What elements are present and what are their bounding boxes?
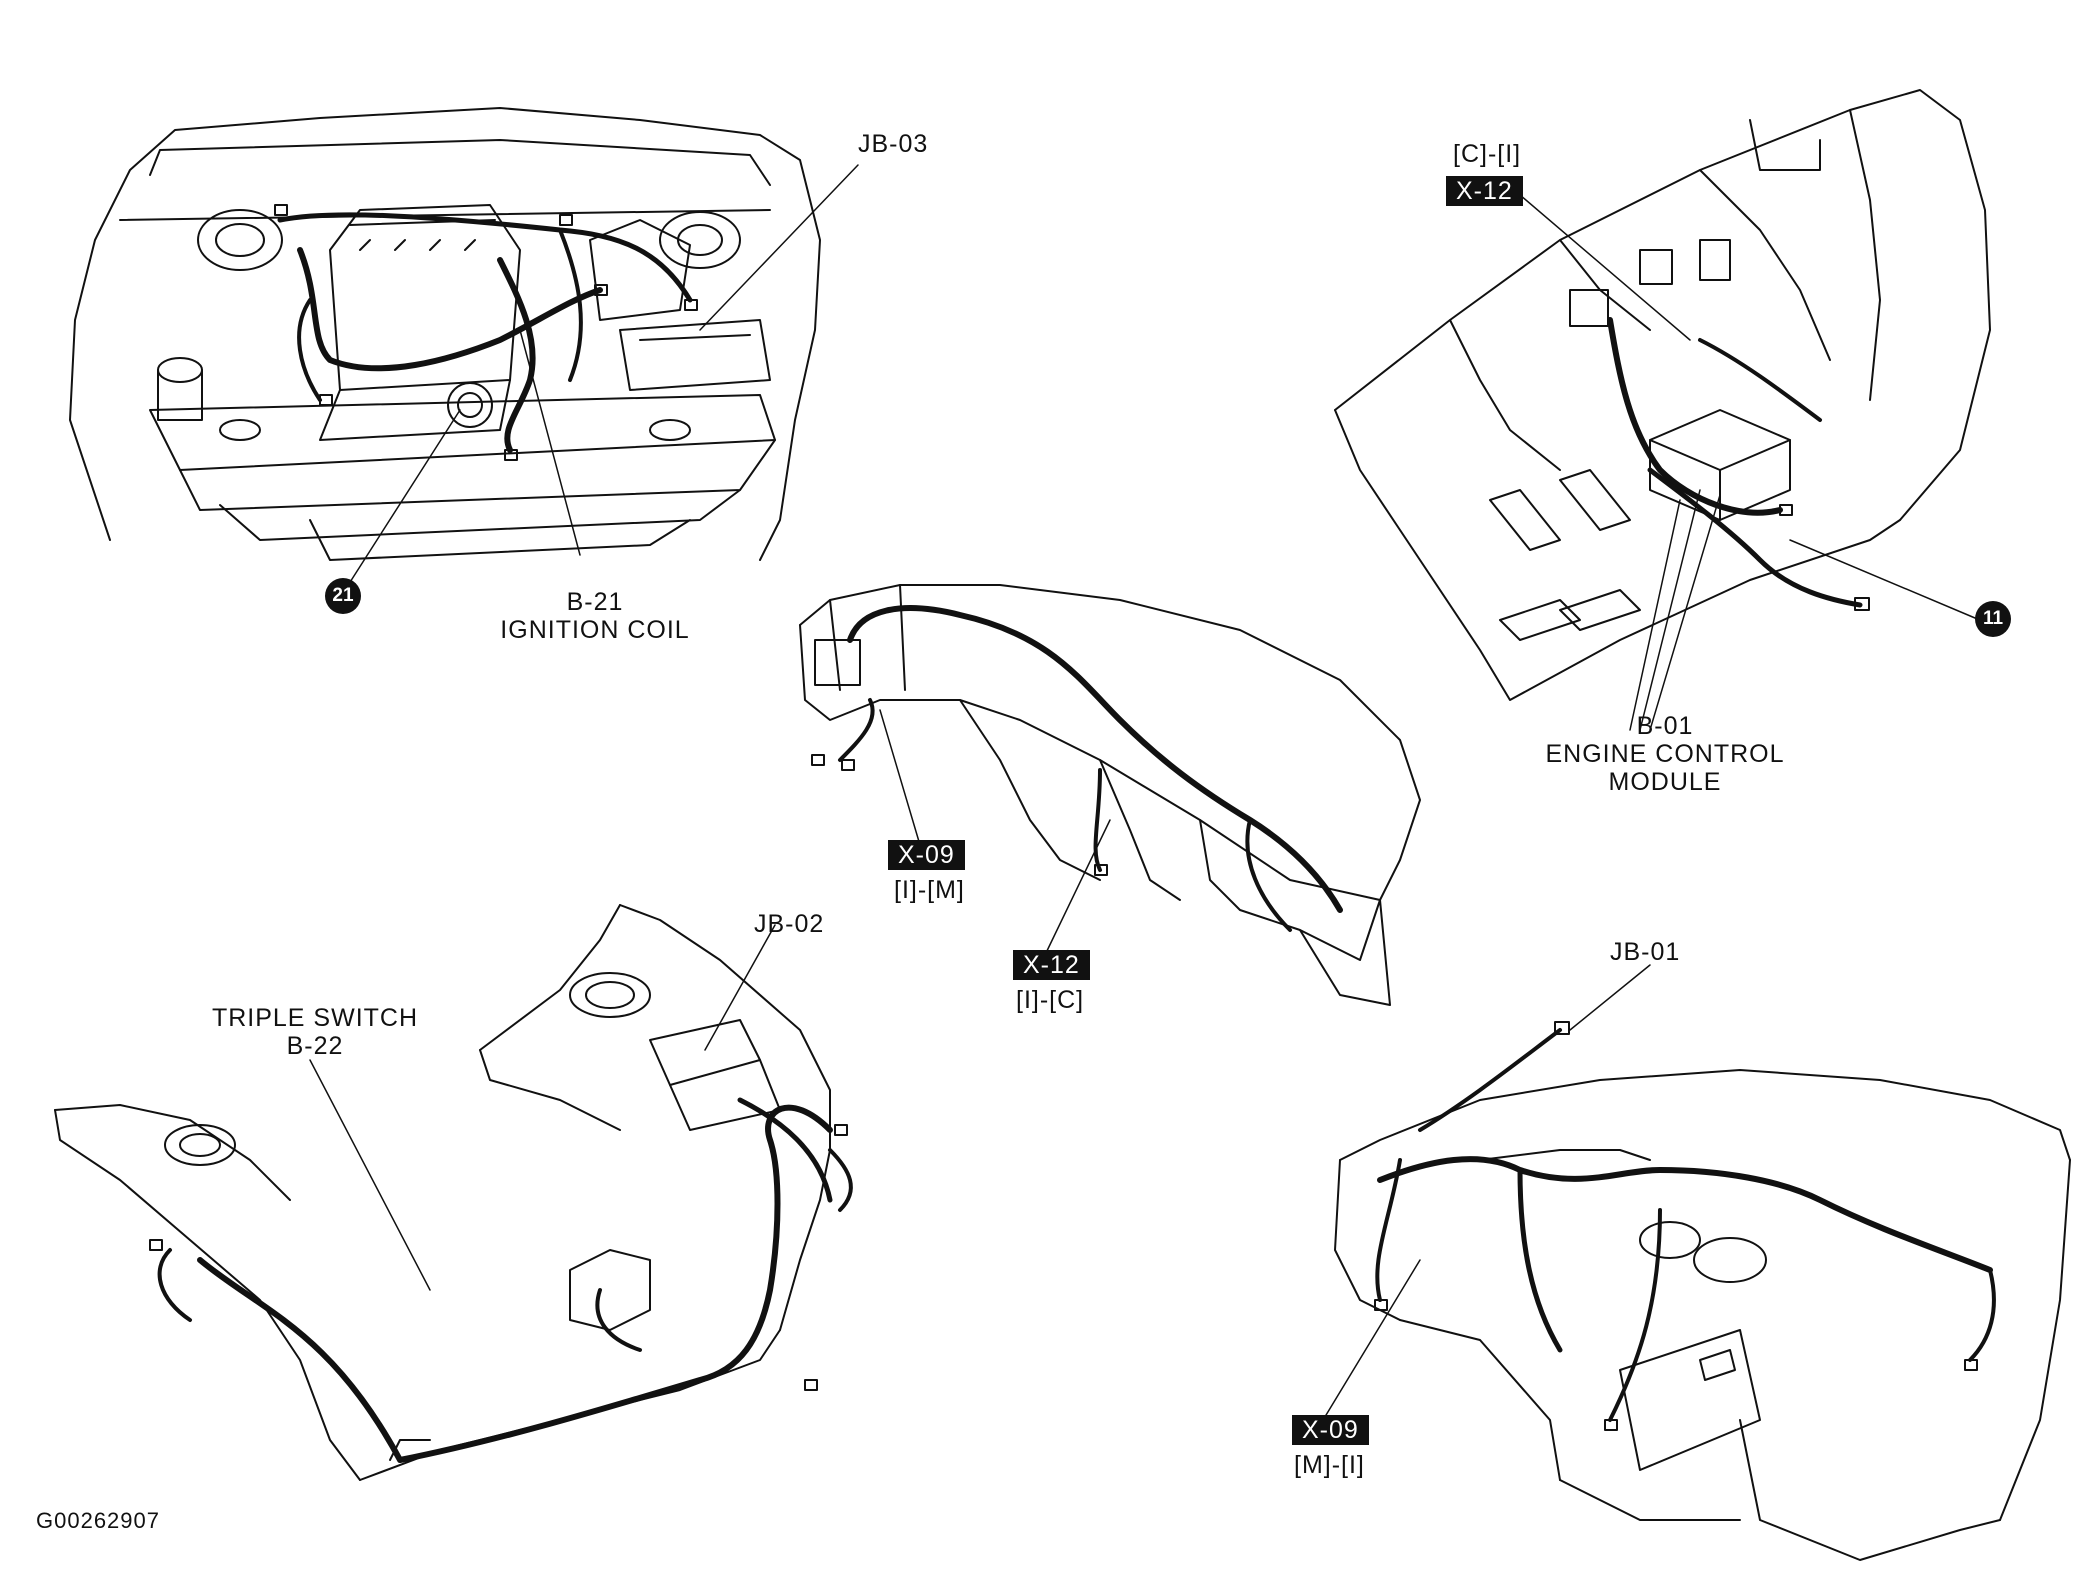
- label-x-09-bottom-ref: [M]-[I]: [1294, 1451, 1365, 1479]
- engine-bay-drawing: [69, 107, 859, 591]
- label-x-09-mid-ref: [I]-[M]: [894, 876, 965, 904]
- badge-x-09-mid: X-09: [888, 840, 965, 870]
- label-b-01: B-01: [1636, 712, 1694, 740]
- firewall-ecm-drawing: [1334, 89, 1991, 731]
- label-ignition-coil: IGNITION COIL: [500, 616, 690, 644]
- label-triple-switch: TRIPLE SWITCH: [211, 1004, 419, 1032]
- label-x-12-top-ref: [C]-[I]: [1453, 140, 1522, 168]
- label-module: MODULE: [1608, 768, 1722, 796]
- label-b-21: B-21: [566, 588, 624, 616]
- label-jb-03: JB-03: [858, 130, 929, 158]
- badge-x-12-top: X-12: [1446, 176, 1523, 206]
- ground-point-21-marker: 21: [325, 578, 361, 614]
- front-end-drawing: [54, 904, 853, 1481]
- label-x-12-mid-ref: [I]-[C]: [1016, 986, 1085, 1014]
- badge-x-12-mid: X-12: [1013, 950, 1090, 980]
- figure-code: G00262907: [36, 1508, 160, 1533]
- badge-x-09-bottom: X-09: [1292, 1415, 1369, 1445]
- ground-point-11-marker: 11: [1975, 601, 2011, 637]
- instrument-panel-drawing: [1319, 964, 2071, 1561]
- label-b-22: B-22: [286, 1032, 344, 1060]
- dashboard-drawing: [799, 584, 1421, 1006]
- label-jb-01: JB-01: [1610, 938, 1681, 966]
- label-engine-control: ENGINE CONTROL: [1545, 740, 1785, 768]
- label-jb-02: JB-02: [754, 910, 825, 938]
